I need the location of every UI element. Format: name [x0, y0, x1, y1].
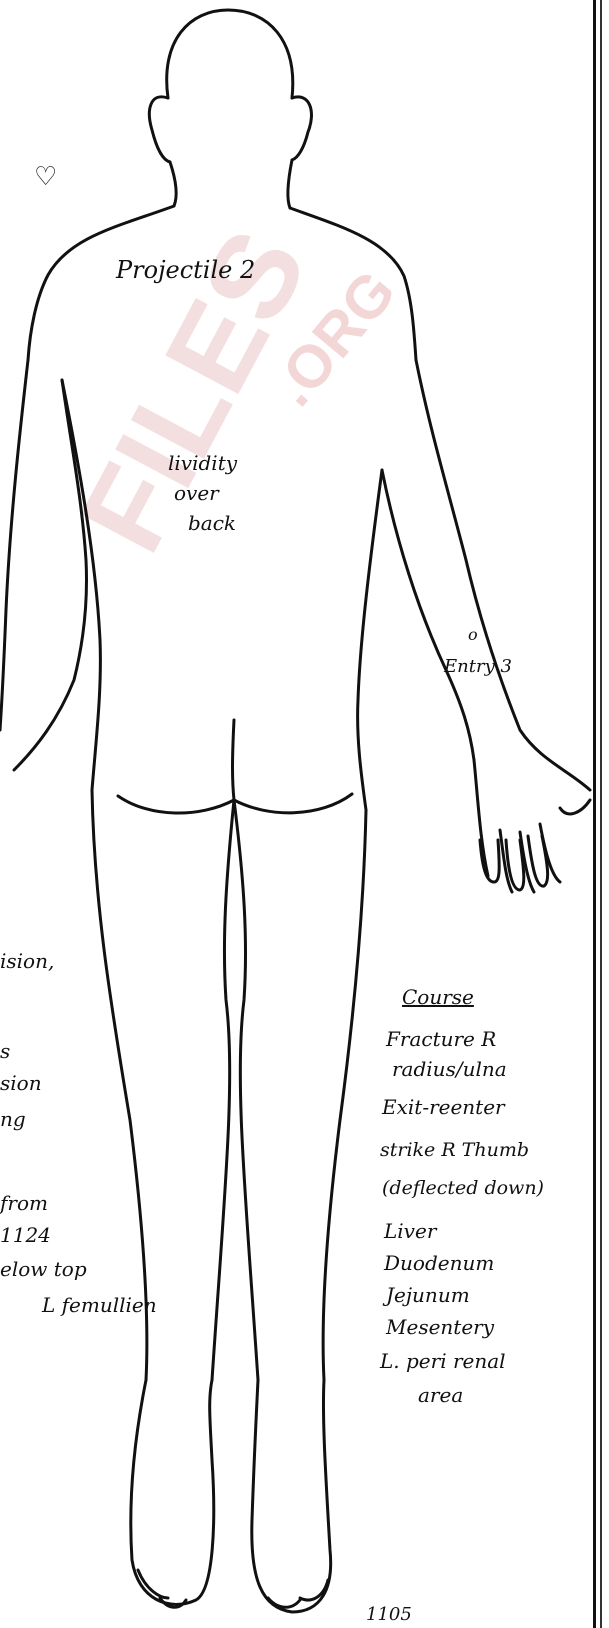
- left-fragment-6: 1124: [0, 1223, 51, 1247]
- neck-left: [170, 162, 176, 206]
- course-line-2: radius/ulna: [392, 1057, 507, 1081]
- entry-marker: o: [468, 625, 478, 644]
- course-line-1: Fracture R: [385, 1027, 496, 1051]
- page-number: 1105: [366, 1604, 412, 1625]
- page-edge-line: [593, 0, 596, 1628]
- right-fingers: [480, 836, 548, 890]
- course-line-3: Exit-reenter: [381, 1095, 506, 1119]
- left-leg-outer: [92, 790, 147, 1380]
- left-fragment-7: elow top: [0, 1257, 87, 1281]
- course-line-6: Liver: [383, 1219, 438, 1243]
- projectile-label: Projectile 2: [115, 256, 255, 284]
- left-fragment-8: L femullien: [41, 1293, 157, 1317]
- right-arm-inner: [382, 470, 474, 760]
- head-outline: [167, 10, 293, 98]
- course-line-4: strike R Thumb: [380, 1139, 529, 1161]
- neck-right: [288, 160, 292, 208]
- left-arm-inner: [14, 380, 87, 770]
- gluteal-cleft: [233, 720, 235, 800]
- left-foot: [131, 1380, 214, 1604]
- torso-right: [358, 470, 382, 810]
- right-arm-outer: [416, 360, 590, 790]
- inner-leg-left: [212, 800, 234, 1380]
- course-title: Course: [402, 985, 474, 1009]
- course-line-11: area: [418, 1383, 463, 1407]
- entry-label: Entry 3: [443, 656, 512, 677]
- course-line-5: (deflected down): [382, 1177, 544, 1199]
- lividity-line-1: lividity: [168, 451, 238, 475]
- inner-leg-right: [234, 800, 258, 1380]
- course-line-10: L. peri renal: [379, 1349, 506, 1373]
- left-arm-outer: [0, 360, 28, 730]
- page-edge-line-secondary: [600, 0, 602, 1628]
- course-line-7: Duodenum: [383, 1251, 494, 1275]
- right-hand: [474, 760, 590, 892]
- heart-doodle: ♡: [34, 162, 57, 192]
- right-leg-outer: [323, 810, 366, 1380]
- course-line-9: Mesentery: [385, 1315, 495, 1339]
- right-foot: [252, 1380, 331, 1612]
- left-fragment-4: ng: [0, 1107, 26, 1131]
- left-fragment-3: sion: [0, 1071, 42, 1095]
- lividity-line-2: over: [174, 481, 220, 505]
- lividity-line-3: back: [188, 511, 236, 535]
- left-ear: [149, 97, 170, 162]
- left-fragment-2: s: [0, 1039, 10, 1063]
- right-ear: [292, 97, 311, 160]
- course-line-8: Jejunum: [382, 1283, 470, 1307]
- left-fragment-5: from: [0, 1191, 48, 1215]
- left-fragment-1: ision,: [0, 949, 54, 973]
